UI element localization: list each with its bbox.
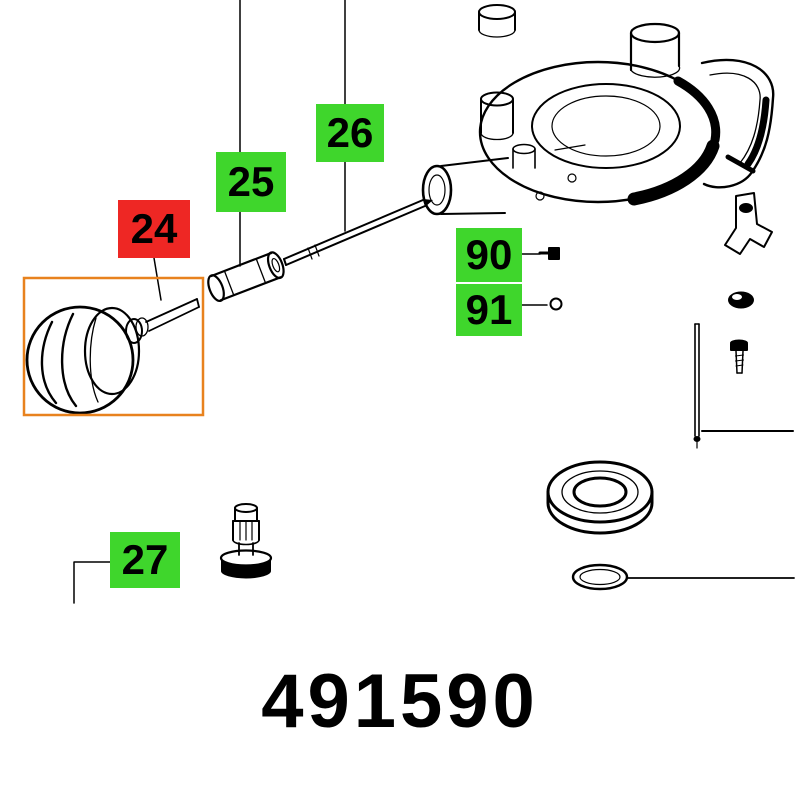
pin <box>725 154 756 174</box>
part-label-27[interactable]: 27 <box>110 532 180 588</box>
part-27-bolt <box>219 503 273 579</box>
part-25-coupling <box>207 251 285 303</box>
part-label-24[interactable]: 24 <box>118 200 190 258</box>
small-bolt <box>730 339 748 374</box>
bearing <box>546 460 654 535</box>
long-pin-rod <box>693 323 701 449</box>
part-26-rod <box>283 199 433 266</box>
leader-lines <box>73 0 548 604</box>
part-24-knob <box>25 298 200 415</box>
selection-highlight-box <box>22 276 205 417</box>
part-label-25[interactable]: 25 <box>216 152 286 212</box>
part-label-90[interactable]: 90 <box>456 228 522 282</box>
rubber-cap <box>728 291 754 309</box>
part-label-26[interactable]: 26 <box>316 104 384 162</box>
o-ring <box>571 563 795 591</box>
part-90-screw <box>538 247 560 260</box>
clamp-bracket <box>724 192 773 255</box>
part-91-ring <box>549 297 563 311</box>
article-number: 491590 <box>261 659 539 744</box>
part-label-91[interactable]: 91 <box>456 284 522 336</box>
housing-base <box>421 4 775 216</box>
